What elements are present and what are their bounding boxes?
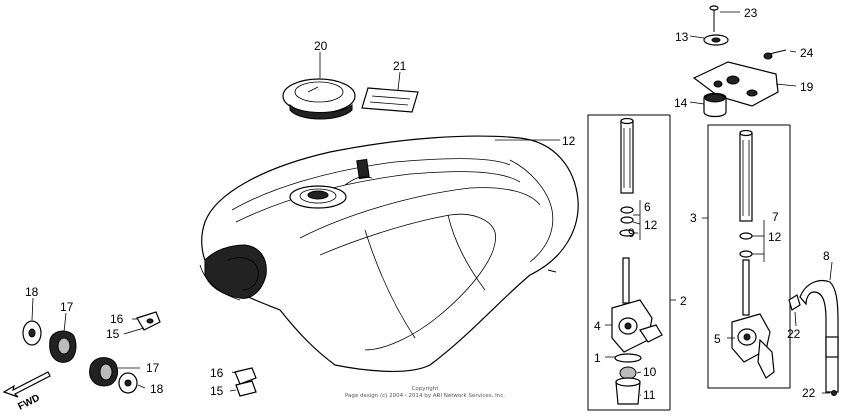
part-number-17-lower: 17 — [146, 361, 160, 375]
part-number-18-lower: 18 — [150, 382, 164, 396]
part-number-2: 2 — [680, 294, 687, 308]
part-number-1: 1 — [594, 351, 601, 365]
cushion-parts-left[interactable] — [22, 311, 257, 397]
part-number-17-upper: 17 — [60, 300, 74, 314]
part-number-12-tank: 12 — [562, 134, 576, 148]
fuel-hose[interactable] — [788, 279, 839, 396]
part-number-8: 8 — [823, 249, 830, 263]
part-number-19: 19 — [800, 80, 814, 94]
copyright-line-2: Page design (c) 2004 - 2014 by ARI Netwo… — [345, 393, 505, 399]
part-number-labels: 20 21 12 23 13 24 19 14 6 12 9 7 12 3 2 … — [16, 6, 830, 413]
part-number-15-lower: 15 — [210, 384, 224, 398]
part-number-12-left: 12 — [644, 218, 658, 232]
part-number-14: 14 — [674, 96, 688, 110]
part-number-22-upper: 22 — [787, 327, 801, 341]
part-number-16-lower: 16 — [210, 366, 224, 380]
part-number-5: 5 — [714, 332, 721, 346]
fwd-label: FWD — [16, 393, 41, 413]
part-number-18-upper: 18 — [25, 285, 39, 299]
part-number-24: 24 — [800, 46, 814, 60]
part-number-9: 9 — [628, 226, 635, 240]
part-number-15-upper: 15 — [106, 327, 120, 341]
part-number-20: 20 — [314, 39, 328, 53]
part-number-16-upper: 16 — [110, 312, 124, 326]
tank-mount-bracket[interactable] — [692, 5, 787, 118]
part-number-12-right: 12 — [768, 230, 782, 244]
part-number-7: 7 — [772, 210, 779, 224]
copyright-notice: Copyright Page design (c) 2004 - 2014 by… — [345, 386, 505, 399]
part-number-4: 4 — [594, 319, 601, 333]
part-number-22-lower: 22 — [802, 386, 816, 400]
part-number-3: 3 — [690, 211, 697, 225]
part-number-23: 23 — [744, 6, 758, 20]
fuel-tank[interactable] — [199, 135, 579, 372]
fuel-cock-assembly-3[interactable] — [707, 124, 791, 389]
part-number-11: 11 — [643, 388, 656, 402]
part-number-21: 21 — [393, 59, 407, 73]
leader-lines — [31, 11, 833, 396]
fuel-cap[interactable] — [282, 78, 356, 120]
part-number-13: 13 — [675, 30, 689, 44]
part-number-10: 10 — [643, 365, 657, 379]
caution-label[interactable] — [361, 87, 419, 113]
copyright-line-1: Copyright — [412, 386, 440, 392]
fuel-cock-assembly-2[interactable] — [587, 114, 671, 411]
part-number-6: 6 — [644, 200, 651, 214]
forward-direction-arrow — [2, 371, 51, 398]
